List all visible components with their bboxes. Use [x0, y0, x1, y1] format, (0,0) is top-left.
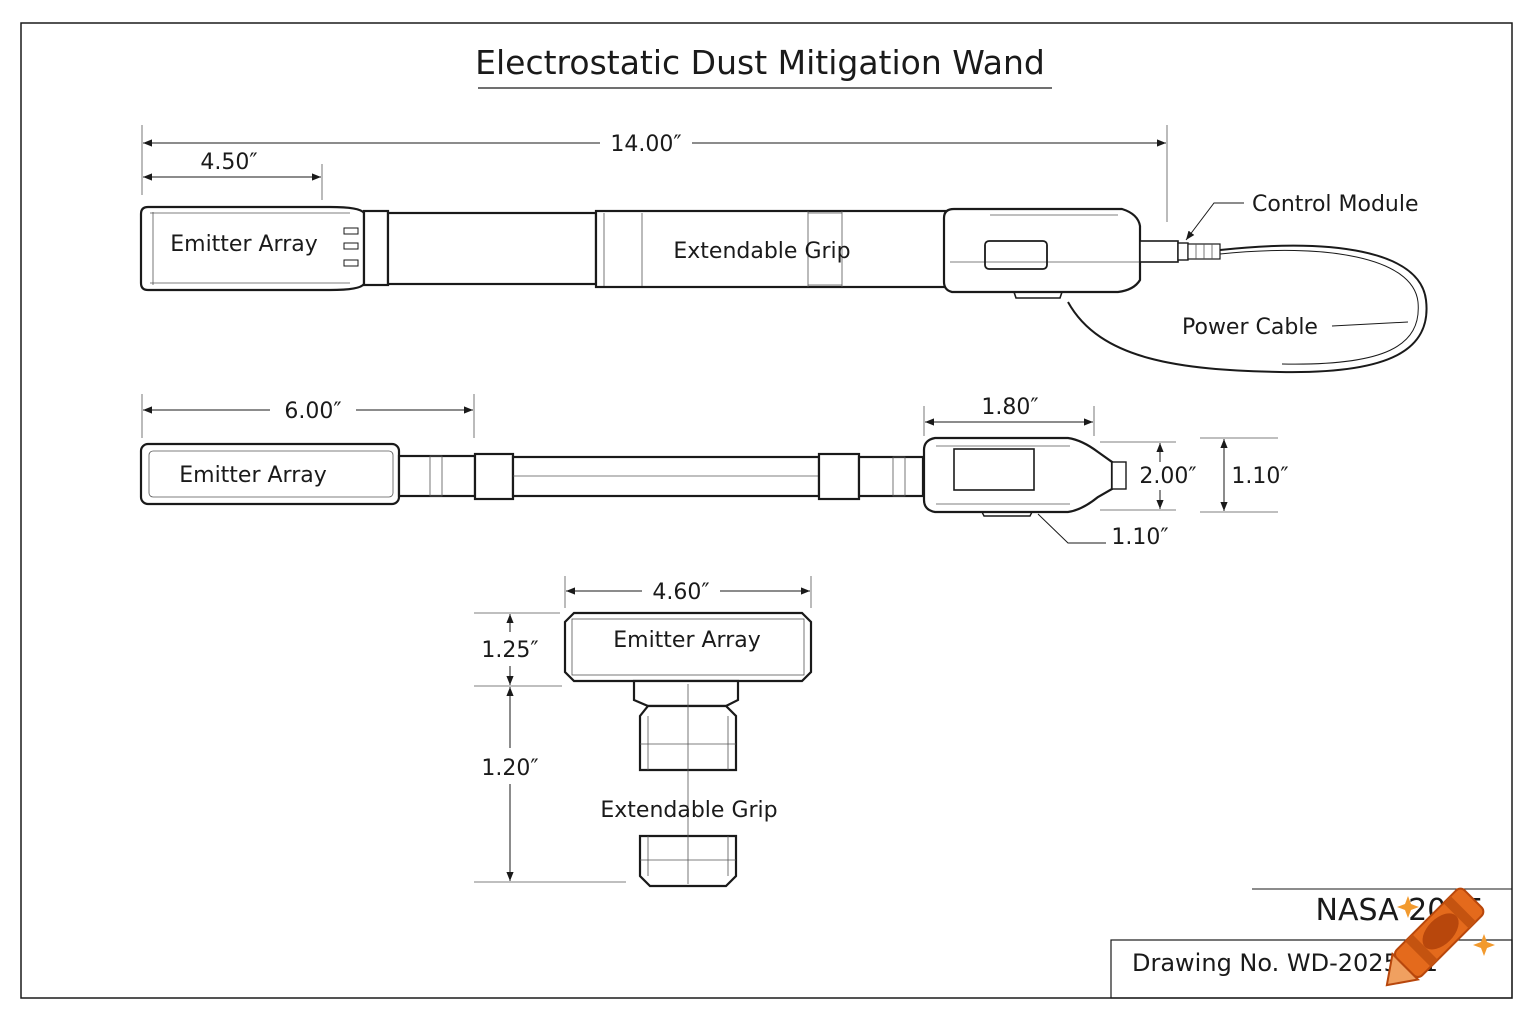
- dim-grip-height: 1.20″: [481, 756, 538, 781]
- module-display: [953, 448, 1035, 491]
- label-control-module: Control Module: [1252, 192, 1419, 217]
- module-foot: [1013, 291, 1063, 299]
- sparkle-icon: [1473, 934, 1495, 956]
- top-view: 6.00″ Emitter Array 1.80″ 2.00″: [139, 394, 1289, 550]
- leader-power-cable: [1331, 321, 1409, 327]
- emitter-head: [139, 205, 366, 292]
- neck: [397, 454, 477, 498]
- dim-emitter-length: 4.50″: [200, 150, 257, 175]
- drawing-number-box: [1110, 939, 1513, 999]
- sparkle-icon: [1397, 896, 1419, 918]
- neck-detail: [429, 455, 443, 497]
- dim-foot: 1.10″: [1111, 525, 1168, 550]
- emitter-head: [563, 611, 813, 683]
- power-cable: [1067, 244, 1428, 374]
- module-connector: [1111, 461, 1127, 490]
- drawing-title: Electrostatic Dust Mitigation Wand: [475, 43, 1045, 82]
- dim-head-height: 1.25″: [481, 638, 538, 663]
- module-foot: [981, 511, 1033, 517]
- neck: [632, 679, 740, 708]
- collar: [362, 209, 390, 287]
- label-emitter-array: Emitter Array: [179, 463, 327, 488]
- label-emitter-array: Emitter Array: [613, 628, 761, 653]
- label-extendable-grip: Extendable Grip: [673, 239, 850, 264]
- leader-control-module: [1185, 202, 1244, 241]
- module-display: [984, 240, 1048, 270]
- emitter-slot: [343, 227, 359, 235]
- emitter-slot: [343, 259, 359, 267]
- dim-emitter-length: 6.00″: [284, 399, 341, 424]
- cable-connector: [1139, 240, 1179, 263]
- label-extendable-grip: Extendable Grip: [600, 798, 777, 823]
- dim-overall-length: 14.00″: [610, 132, 681, 157]
- front-view: 4.60″ Emitter Array Extendable Grip 1.25…: [474, 576, 813, 888]
- side-view: 14.00″ 4.50″ Emitter Array Extendable Gr…: [139, 125, 1428, 374]
- control-module: [942, 207, 1142, 294]
- label-emitter-array: Emitter Array: [170, 232, 318, 257]
- shaft: [473, 452, 515, 501]
- emitter-inner: [571, 618, 805, 676]
- emitter-inner: [148, 450, 394, 498]
- dim-module-outer: 1.10″: [1231, 464, 1288, 489]
- shaft: [511, 455, 821, 498]
- cable-connector: [1177, 242, 1189, 261]
- shaft: [386, 211, 598, 286]
- power-cable: [1219, 249, 1419, 365]
- crayon-icon: [1385, 887, 1485, 987]
- shaft-connector-detail: [892, 456, 906, 497]
- dim-module-length: 1.80″: [981, 395, 1038, 420]
- emitter-slot: [343, 242, 359, 250]
- control-module: [922, 436, 1114, 514]
- drawing-number: Drawing No. WD-2025-01: [1132, 949, 1438, 977]
- shaft-band: [817, 452, 861, 501]
- dim-module-height: 2.00″: [1139, 464, 1196, 489]
- sheet-border: [20, 22, 1513, 999]
- leader-foot: [1037, 513, 1106, 544]
- dim-head-width: 4.60″: [652, 580, 709, 605]
- label-power-cable: Power Cable: [1182, 315, 1318, 340]
- shaft-connector: [857, 455, 925, 498]
